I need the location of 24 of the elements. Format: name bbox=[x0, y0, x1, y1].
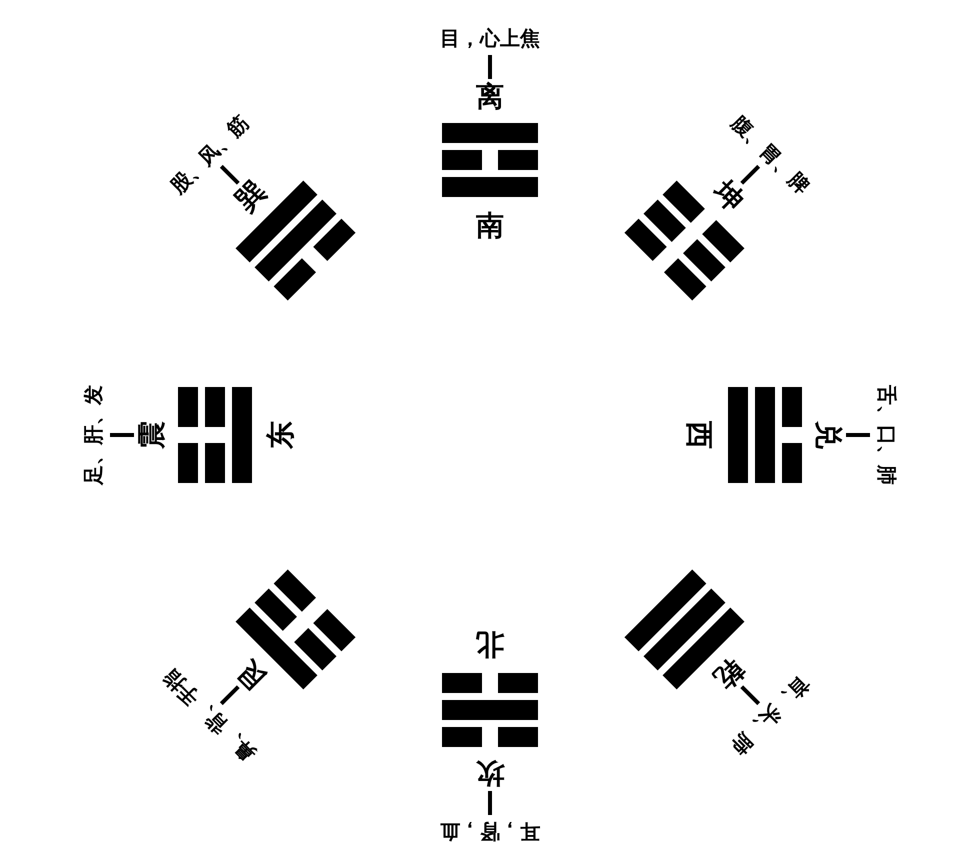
direction-label: 北 bbox=[476, 628, 504, 660]
trigram-name: 乾 bbox=[708, 652, 750, 694]
trigram-name: 坎 bbox=[476, 757, 504, 788]
organ-text: 耳，肾，血 bbox=[440, 818, 540, 845]
connector-line bbox=[740, 685, 760, 706]
trigram-name: 兑 bbox=[812, 421, 843, 449]
connector-line bbox=[488, 791, 492, 815]
organ-text: 舌、口、肺 bbox=[873, 385, 900, 485]
trigram-name: 坤 bbox=[708, 176, 750, 218]
connector-line bbox=[220, 164, 240, 185]
direction-label: 东 bbox=[266, 421, 297, 449]
trigram-name: 巽 bbox=[230, 176, 272, 218]
direction-label: 南 bbox=[476, 210, 504, 242]
connector-line bbox=[488, 55, 492, 79]
organ-text: 目，心上焦 bbox=[440, 25, 540, 52]
direction-label: 西 bbox=[683, 421, 714, 449]
connector-line bbox=[846, 433, 870, 437]
connector-line bbox=[220, 685, 240, 706]
trigram-name: 震 bbox=[137, 421, 168, 449]
connector-line bbox=[740, 164, 760, 185]
trigram-name: 艮 bbox=[230, 652, 272, 694]
connector-line bbox=[110, 433, 134, 437]
organ-text: 足、肝、发 bbox=[80, 385, 107, 485]
trigram-name: 离 bbox=[476, 82, 504, 113]
